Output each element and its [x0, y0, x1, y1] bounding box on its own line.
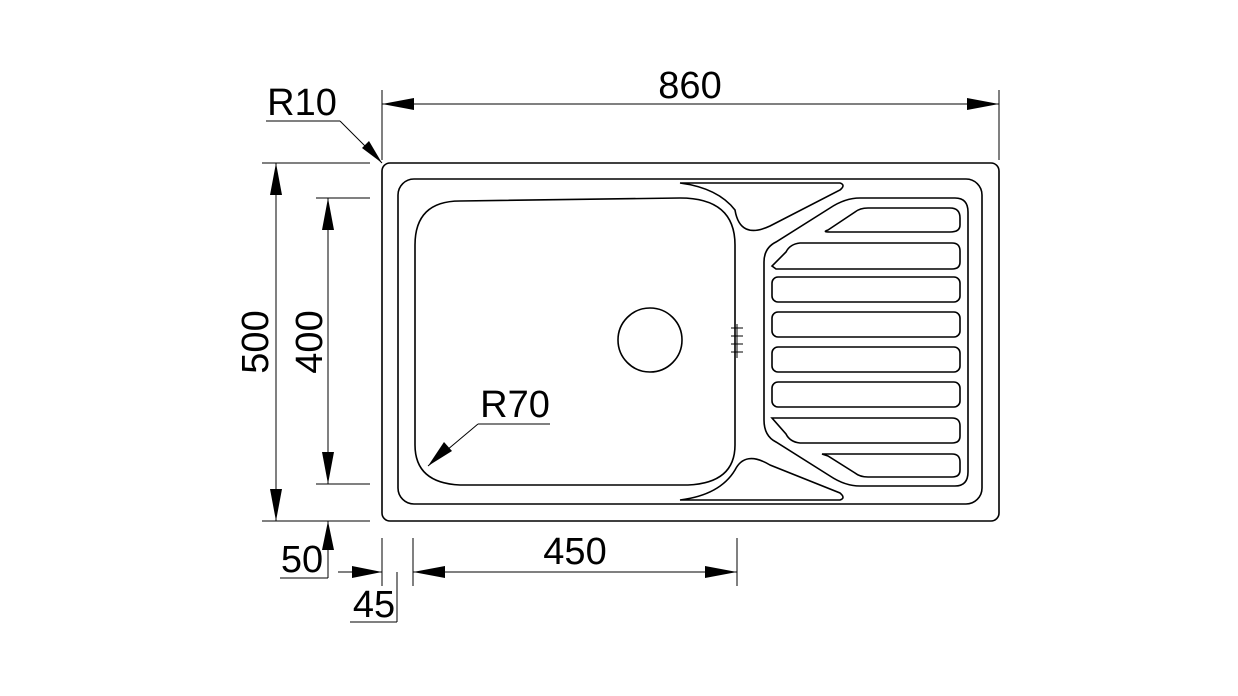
dim-450-label: 450: [543, 531, 606, 573]
dim-400-label: 400: [289, 310, 331, 373]
inner-rim: [397, 178, 983, 505]
dim-50-label: 50: [281, 539, 323, 581]
dim-r10: R10: [266, 82, 383, 164]
dim-50: 50: [280, 521, 334, 581]
dim-r70-label: R70: [480, 384, 550, 426]
drainboard-outline-bottom: [679, 457, 844, 501]
dim-860-label: 860: [658, 65, 721, 107]
dim-45-label: 45: [353, 584, 395, 626]
bowl-outline: [414, 197, 736, 486]
dim-400: 400: [289, 197, 370, 485]
dim-r10-label: R10: [267, 82, 337, 124]
dim-860: 860: [381, 65, 1000, 160]
drainboard-ribs: [770, 207, 961, 478]
drainboard-outline: [679, 182, 844, 232]
outer-rim: [381, 162, 1000, 522]
dim-r70: R70: [427, 384, 550, 467]
drainboard-panel: [763, 197, 969, 487]
dim-500-label: 500: [235, 310, 277, 373]
drain-circle: [617, 307, 683, 373]
overflow-marks: [731, 324, 743, 358]
dim-450: 450: [381, 531, 738, 586]
dim-45: 45: [338, 566, 398, 626]
dim-500: 500: [235, 162, 370, 522]
